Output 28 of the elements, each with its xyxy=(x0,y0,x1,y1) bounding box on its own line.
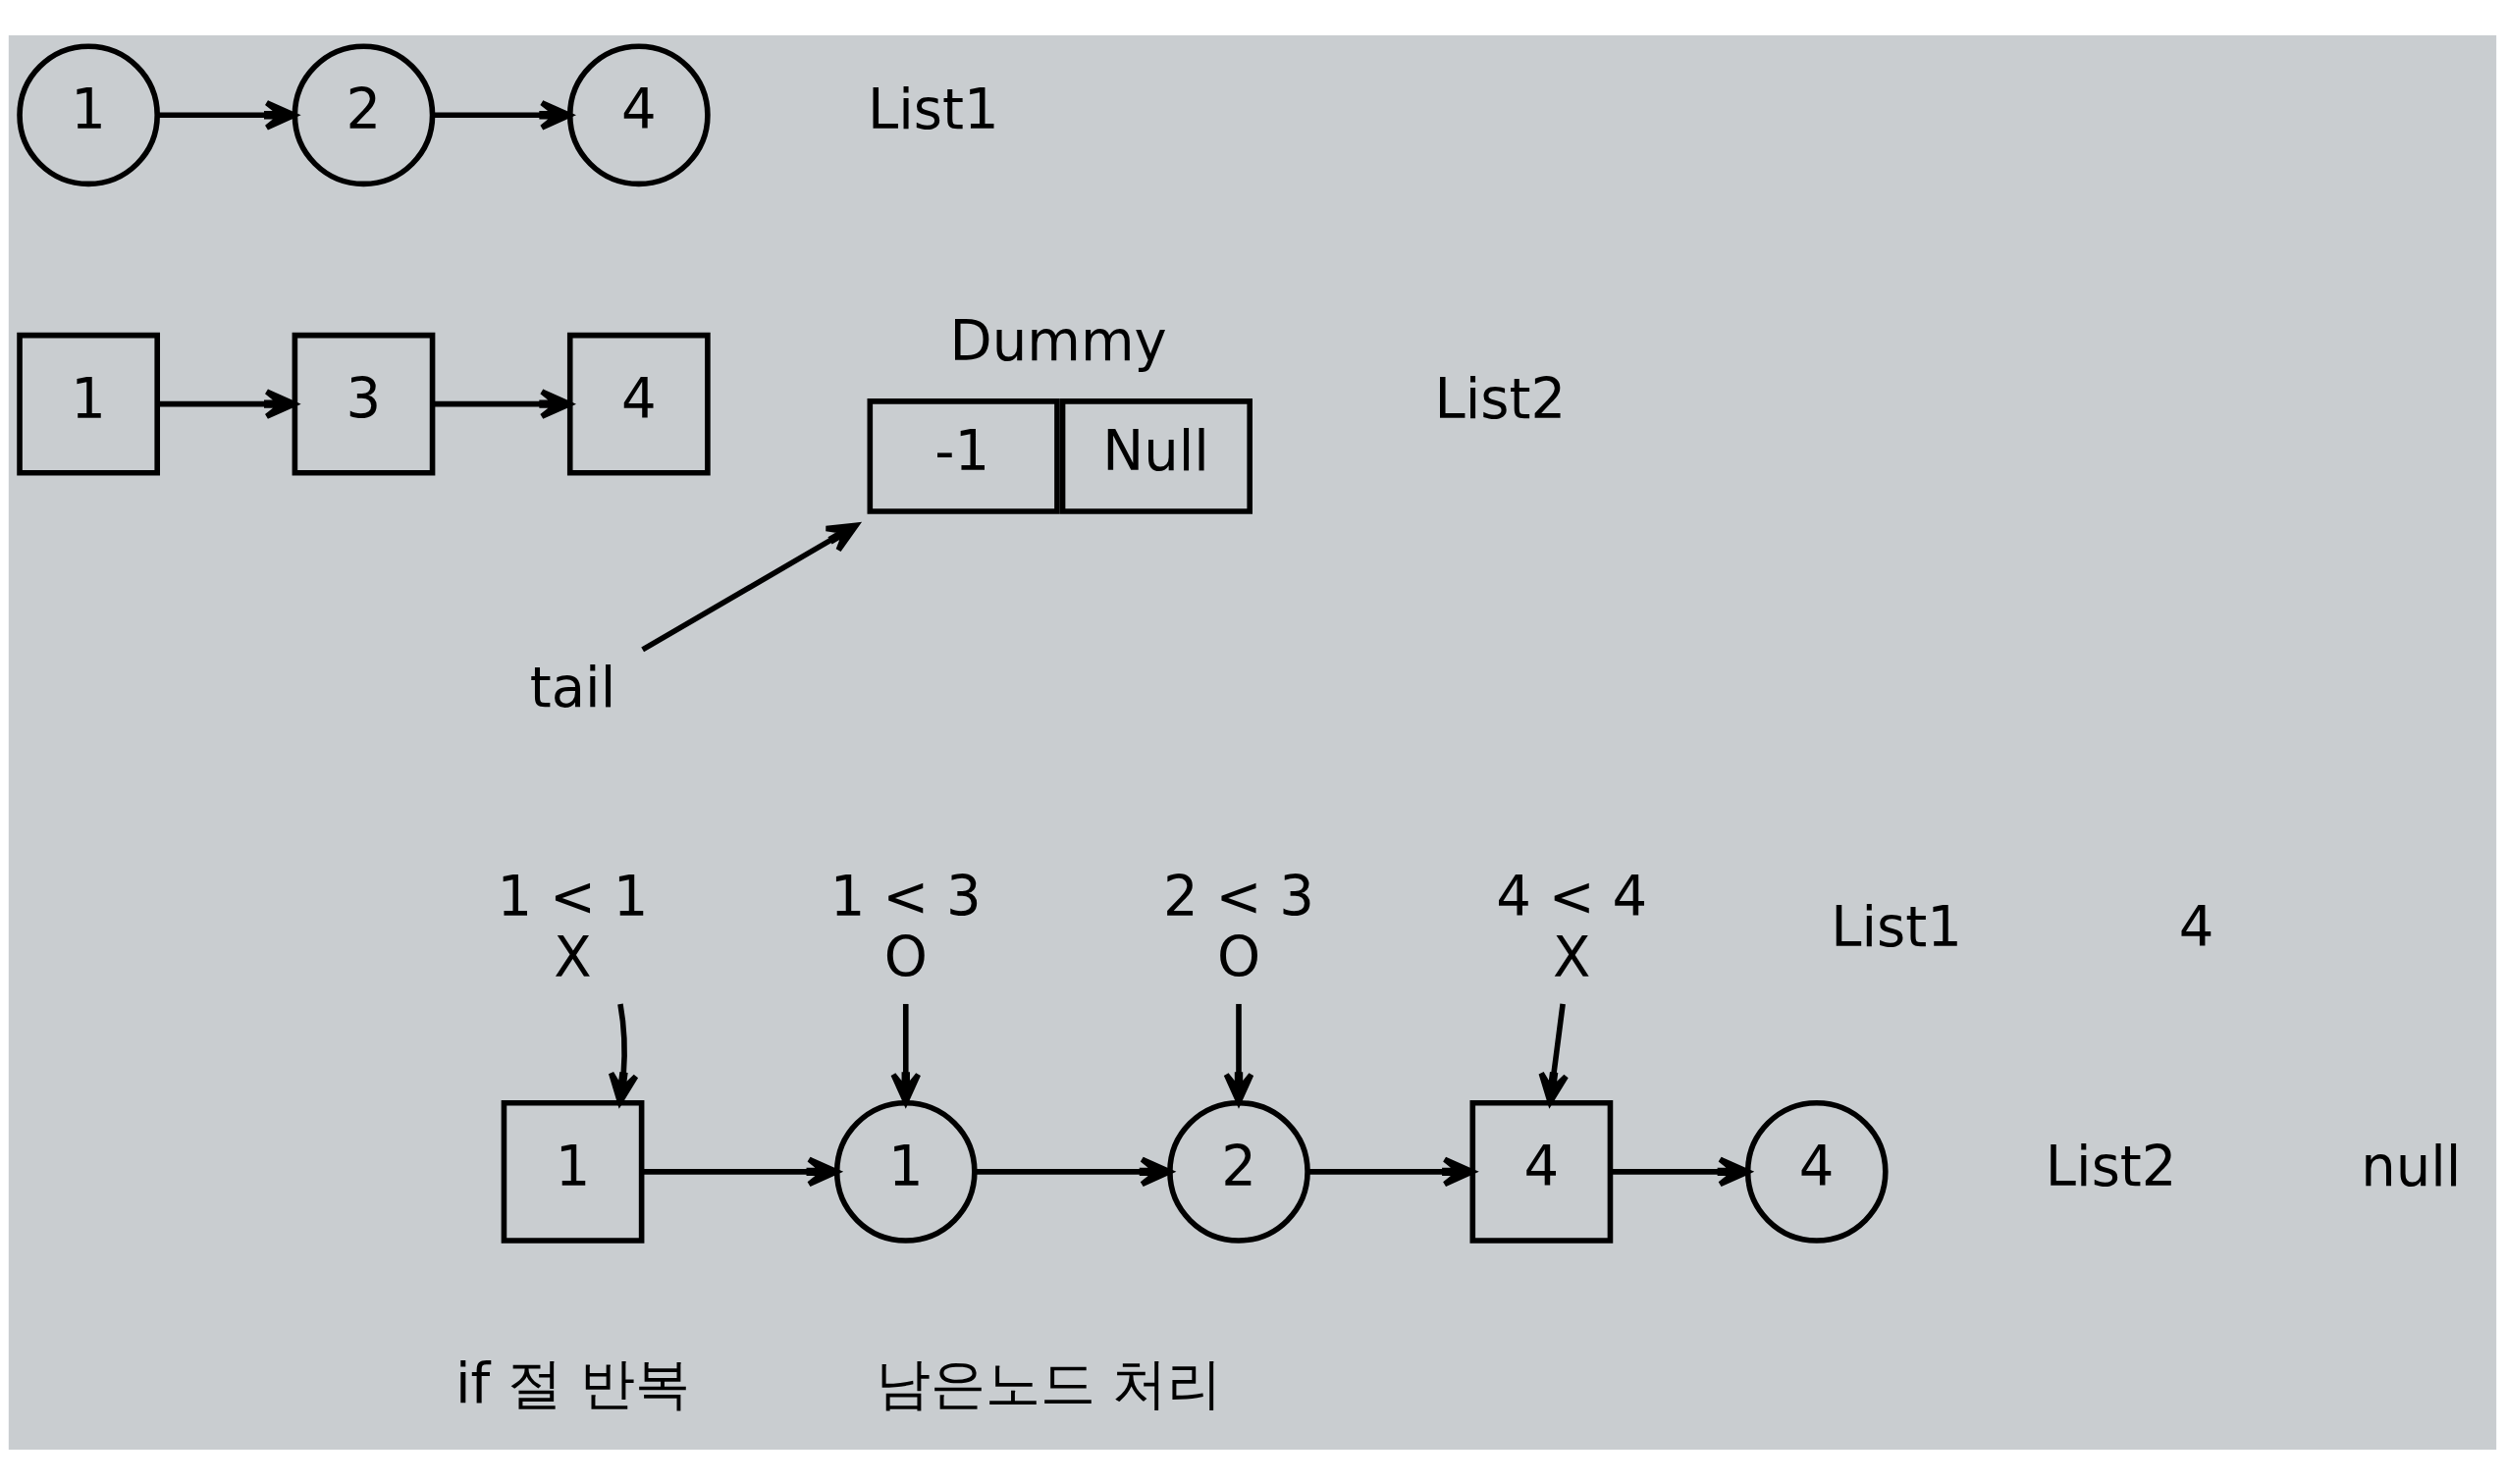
label: 남은노드 처리 xyxy=(875,1351,1223,1415)
node-text: 2 < 3 O xyxy=(1163,864,1314,989)
node-text: tail xyxy=(529,655,616,719)
node-circle: 4 xyxy=(566,42,711,186)
node-circle: 2 xyxy=(1167,1099,1310,1244)
node-circle: 4 xyxy=(1744,1099,1889,1244)
node-circle: 1 xyxy=(833,1099,978,1244)
node-text: 1 < 1 X xyxy=(497,864,649,989)
node-text: 1 < 3 O xyxy=(829,864,982,989)
label: List1 xyxy=(867,77,999,141)
node-box: 1 xyxy=(501,1099,645,1244)
label: List1 xyxy=(1831,894,1962,959)
node-box: 1 xyxy=(17,332,160,476)
label: 4 xyxy=(2178,894,2214,959)
node-circle: 2 xyxy=(292,42,436,186)
node-box: 4 xyxy=(566,332,711,476)
node-box: 3 xyxy=(292,332,436,476)
arrow xyxy=(641,1155,840,1187)
label: if 절 반복 xyxy=(455,1351,691,1415)
label: List2 xyxy=(2045,1134,2177,1198)
node-text: 4 < 4 X xyxy=(1496,864,1648,989)
node-label: Dummy xyxy=(949,308,1167,373)
label: List2 xyxy=(1434,366,1567,431)
node-circle: 1 xyxy=(17,42,160,186)
arrow xyxy=(641,521,859,652)
node-box: 4 xyxy=(1469,1099,1614,1244)
label: null xyxy=(2361,1134,2462,1198)
arrow xyxy=(1611,1155,1751,1187)
